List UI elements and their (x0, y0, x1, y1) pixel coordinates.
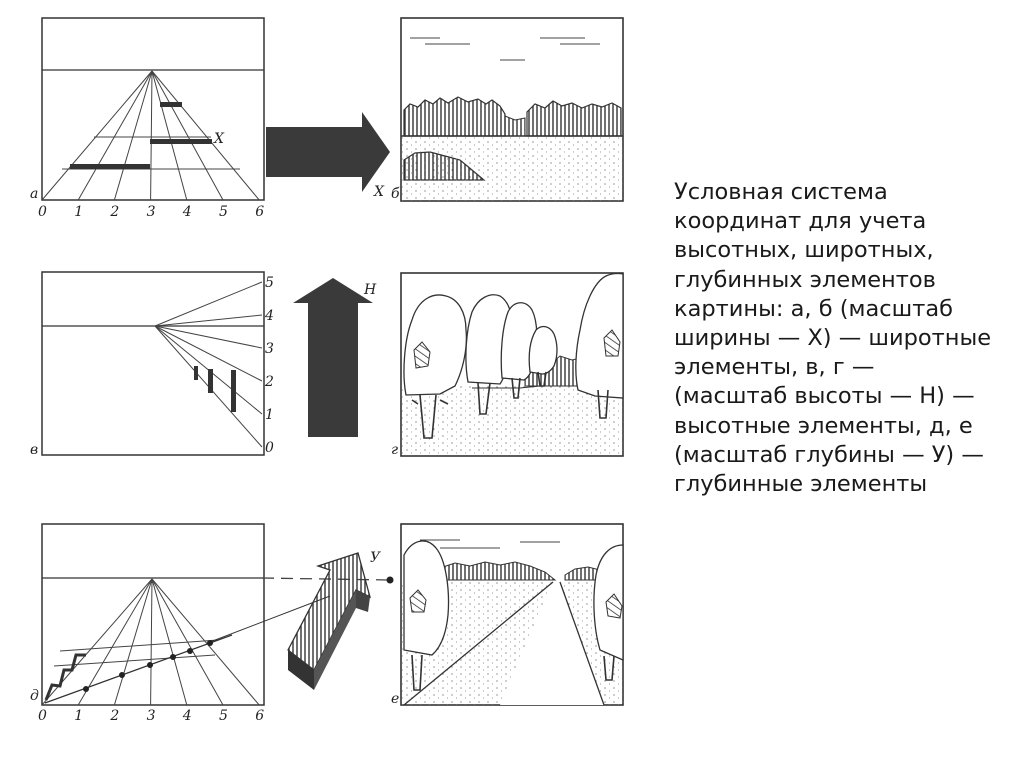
panel-label-a: а (30, 186, 38, 202)
h-axis-label: Н (363, 282, 377, 298)
arrow-diagonal-y: У (287, 550, 381, 690)
perspective-ray (151, 578, 260, 706)
width-element-bar (70, 164, 150, 169)
arrow-right-x: Х (266, 112, 390, 200)
perspective-ray (150, 70, 153, 201)
width-scale-tick: 4 (182, 204, 192, 220)
height-scale-tick: 4 (264, 308, 274, 324)
perspective-ray (154, 281, 263, 327)
x-axis-label: Х (373, 184, 385, 200)
perspective-ray (77, 578, 153, 706)
depth-points (83, 640, 213, 692)
height-scale-tick: 0 (265, 440, 274, 456)
depth-scale-tick: 1 (74, 708, 83, 724)
perspective-ray (77, 70, 153, 201)
perspective-ray (154, 314, 263, 327)
panel-label-g: г (391, 442, 398, 458)
depth-scale-tick: 0 (38, 708, 47, 724)
height-element-bar (231, 370, 236, 412)
perspective-ray (154, 325, 263, 349)
perspective-ray (151, 70, 260, 201)
arrow-up-h: Н (293, 278, 377, 437)
perspective-ray (150, 578, 153, 706)
panel-label-v: в (30, 442, 38, 458)
perspective-ray (113, 70, 153, 201)
height-element-bar (208, 369, 213, 393)
height-scale-tick: 5 (265, 275, 274, 291)
width-element-bar (160, 102, 182, 107)
height-scale-tick: 2 (264, 374, 274, 390)
depth-scale-tick: 5 (219, 708, 228, 724)
panel-g-height-landscape: г (391, 272, 624, 458)
depth-scale-tick: 6 (255, 708, 264, 724)
panel-b-width-landscape: б (391, 17, 624, 202)
height-scale-tick: 3 (265, 341, 274, 357)
width-scale-tick: 5 (219, 204, 228, 220)
perspective-ray (151, 70, 188, 201)
depth-scale-tick: 2 (109, 708, 119, 724)
panel-v-height-diagram: в 0 1 2 3 4 5 (30, 271, 274, 458)
x-axis-marker: Х (213, 131, 225, 147)
panel-label-e: е (391, 691, 399, 707)
width-scale-tick: 2 (109, 204, 119, 220)
panel-d-depth-diagram: д 0 1 2 3 4 5 6 (30, 523, 394, 724)
panel-label-b: б (391, 186, 400, 202)
figure-caption: Условная система координат для учета выс… (674, 179, 992, 498)
perspective-ray (41, 70, 153, 201)
panel-label-d: д (30, 688, 39, 704)
y-axis-label: У (370, 550, 381, 566)
height-element-bar (194, 366, 198, 380)
depth-element-steps (44, 653, 86, 701)
perspective-ray (154, 325, 263, 382)
depth-scale-tick: 4 (182, 708, 192, 724)
perspective-ray (113, 578, 153, 706)
panel-e-depth-landscape: е (391, 523, 624, 707)
width-scale-tick: 1 (74, 204, 83, 220)
height-scale-tick: 1 (265, 407, 274, 423)
width-scale-tick: 3 (147, 204, 156, 220)
perspective-ray (151, 70, 224, 201)
depth-scale-tick: 3 (147, 708, 156, 724)
width-scale-tick: 0 (38, 204, 47, 220)
panel-a-width-diagram: Х а 0 1 2 3 4 5 6 (30, 17, 265, 220)
width-element-bar (150, 139, 212, 144)
width-scale-tick: 6 (255, 204, 264, 220)
perspective-ray (151, 578, 188, 706)
